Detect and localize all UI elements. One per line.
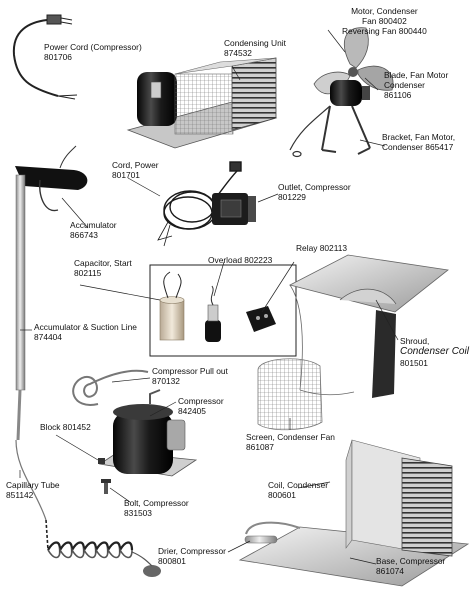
label-coil-condenser: Coil, Condenser 800601 — [268, 480, 329, 500]
label-capacitor-start: Capacitor, Start 802115 — [74, 258, 132, 278]
label-overload: Overload 802223 — [208, 255, 273, 265]
bolt-icon — [101, 479, 111, 494]
label-compressor-pull-out: Compressor Pull out 870132 — [152, 366, 228, 386]
label-capillary-tube: Capillary Tube 851142 — [6, 480, 60, 500]
label-condensing-unit: Condensing Unit 874532 — [224, 38, 286, 58]
label-shroud: Shroud, Condenser Coil 801501 — [400, 336, 469, 368]
block-icon — [98, 458, 105, 464]
label-outlet-compressor: Outlet, Compressor 801229 — [278, 182, 351, 202]
outlet-icon — [212, 193, 256, 225]
label-bracket-fan-motor: Bracket, Fan Motor, Condenser 865417 — [382, 132, 456, 152]
pull-out-icon — [72, 369, 149, 406]
fan-motor-icon — [330, 80, 370, 106]
overload-icon — [205, 285, 221, 342]
label-base-compressor: Base, Compressor 861074 — [376, 556, 446, 576]
label-accumulator-suction-line: Accumulator & Suction Line 874404 — [34, 322, 137, 342]
label-block: Block 801452 — [40, 422, 91, 432]
label-cord-power: Cord, Power 801701 — [112, 160, 159, 180]
label-blade-fan-motor: Blade, Fan Motor Condenser 861106 — [384, 70, 449, 100]
condenser-coil-icon — [245, 439, 453, 557]
accumulator-icon — [15, 145, 88, 212]
label-bolt-compressor: Bolt, Compressor 831503 — [124, 498, 189, 518]
leader-lines — [19, 29, 399, 565]
label-screen-condenser-fan: Screen, Condenser Fan 861087 — [246, 432, 335, 452]
compressor-icon — [98, 389, 198, 477]
relay-icon — [246, 306, 276, 332]
capillary-tube-icon — [15, 439, 161, 577]
bracket-icon — [289, 105, 371, 158]
drier-icon — [244, 535, 278, 544]
label-compressor: Compressor 842405 — [178, 396, 224, 416]
screen-icon — [257, 358, 323, 431]
condensing-unit-icon — [126, 57, 278, 149]
label-motor-condenser: Motor, Condenser Fan 800402 Reversing Fa… — [342, 6, 427, 36]
label-drier-compressor: Drier, Compressor 800801 — [158, 546, 226, 566]
label-accumulator: Accumulator 866743 — [70, 220, 117, 240]
label-power-cord-compressor: Power Cord (Compressor) 801706 — [44, 42, 142, 62]
label-relay: Relay 802113 — [296, 243, 348, 253]
suction-line-icon — [15, 174, 26, 441]
power-cord-icon — [12, 14, 78, 100]
capacitor-icon — [159, 271, 185, 341]
